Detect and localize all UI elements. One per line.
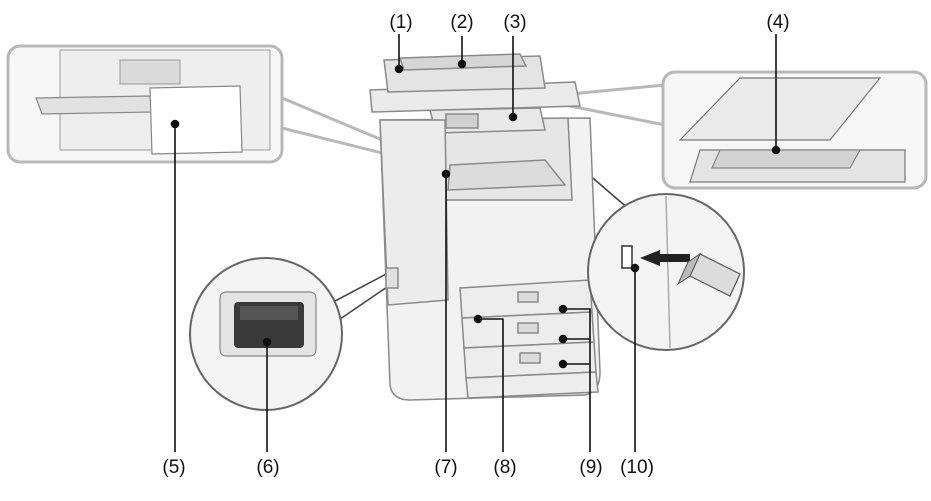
copier-body (369, 53, 601, 401)
label-1: (1) (389, 12, 413, 33)
inset-usb-port (587, 193, 745, 351)
label-5: (5) (162, 457, 186, 478)
label-6: (6) (256, 457, 280, 478)
leader-lines (170, 34, 781, 452)
inset-finisher (6, 44, 284, 164)
inset-scanner (661, 70, 928, 190)
label-7: (7) (434, 457, 458, 478)
label-2: (2) (450, 12, 474, 33)
label-9: (9) (579, 457, 603, 478)
label-4: (4) (766, 12, 790, 33)
inset-power-switch (189, 257, 343, 411)
label-8: (8) (493, 457, 517, 478)
label-3: (3) (503, 12, 527, 33)
label-10: (10) (620, 457, 654, 478)
